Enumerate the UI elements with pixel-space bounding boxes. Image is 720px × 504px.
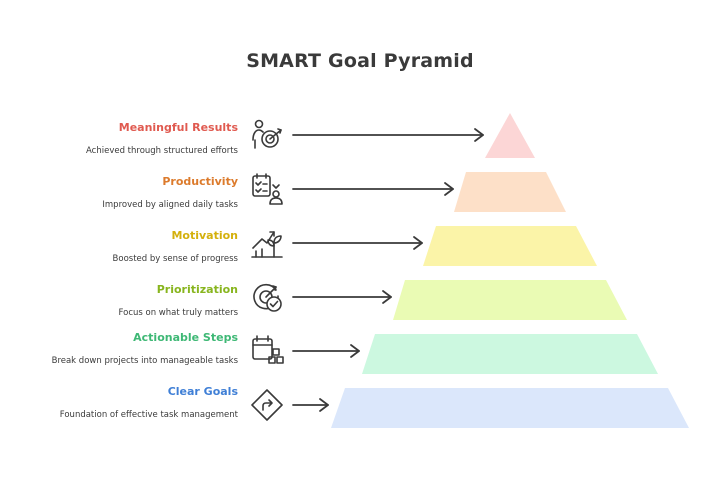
level-label-actionable-steps: Actionable Steps bbox=[133, 331, 238, 344]
arrow-clear-goals bbox=[292, 398, 329, 412]
growth-plant-icon bbox=[251, 231, 283, 258]
task-list-person-icon bbox=[252, 173, 283, 205]
level-label-meaningful-results: Meaningful Results bbox=[118, 121, 238, 134]
pyramid-tier-meaningful-results bbox=[485, 113, 535, 158]
calendar-blocks-icon bbox=[252, 335, 284, 364]
pyramid-tier-prioritization bbox=[393, 280, 627, 320]
pyramid-tier-actionable-steps bbox=[362, 334, 658, 374]
pyramid-tier-productivity bbox=[454, 172, 566, 212]
level-label-productivity: Productivity bbox=[162, 175, 238, 188]
level-desc-prioritization: Focus on what truly matters bbox=[118, 308, 238, 318]
person-target-icon bbox=[252, 119, 282, 149]
level-label-prioritization: Prioritization bbox=[156, 283, 238, 296]
level-label-motivation: Motivation bbox=[171, 229, 238, 242]
target-check-icon bbox=[253, 283, 282, 312]
level-desc-meaningful-results: Achieved through structured efforts bbox=[86, 146, 238, 156]
level-desc-productivity: Improved by aligned daily tasks bbox=[102, 200, 238, 210]
page-title: SMART Goal Pyramid bbox=[246, 50, 474, 72]
pyramid-tier-clear-goals bbox=[331, 388, 689, 428]
level-desc-motivation: Boosted by sense of progress bbox=[112, 254, 238, 264]
arrow-actionable-steps bbox=[292, 344, 360, 358]
level-desc-clear-goals: Foundation of effective task management bbox=[59, 410, 238, 420]
arrow-motivation bbox=[292, 236, 423, 250]
arrow-productivity bbox=[292, 182, 454, 196]
arrow-prioritization bbox=[292, 290, 392, 304]
level-label-clear-goals: Clear Goals bbox=[167, 385, 238, 398]
pyramid-tier-motivation bbox=[423, 226, 597, 266]
arrow-meaningful-results bbox=[292, 128, 484, 142]
diamond-path-icon bbox=[251, 389, 283, 421]
level-desc-actionable-steps: Break down projects into manageable task… bbox=[51, 356, 238, 366]
